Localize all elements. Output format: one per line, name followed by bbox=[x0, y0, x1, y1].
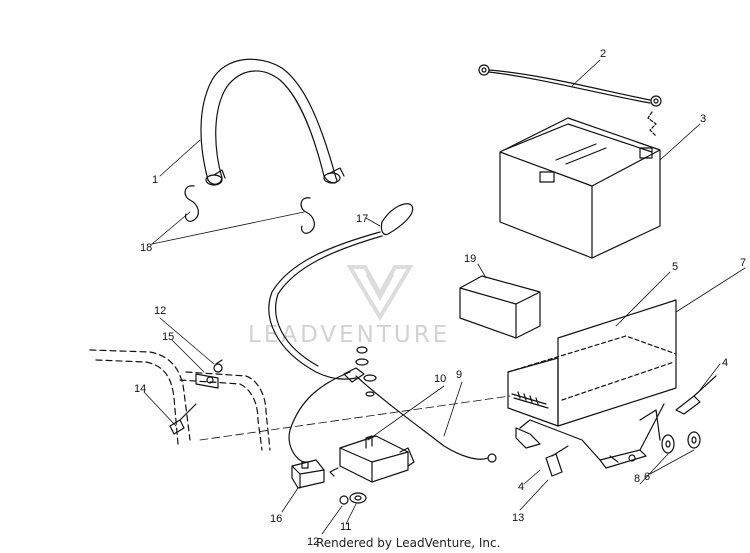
foam-pad bbox=[459, 275, 541, 339]
bolt-right bbox=[675, 375, 717, 415]
callout-14: 14 bbox=[134, 383, 146, 395]
s-hook-right bbox=[300, 197, 315, 234]
callout-19: 19 bbox=[464, 253, 476, 265]
s-hook-left bbox=[184, 185, 199, 222]
positive-cable bbox=[268, 203, 414, 380]
watermark-logo-icon bbox=[346, 265, 414, 321]
bolt-lower bbox=[545, 445, 569, 477]
callout-4-lower: 4 bbox=[518, 481, 524, 493]
callout-13: 13 bbox=[512, 512, 524, 524]
nut-12-lower bbox=[339, 495, 349, 505]
frame-bracket bbox=[195, 359, 223, 389]
battery bbox=[499, 117, 661, 259]
callout-2: 2 bbox=[600, 48, 606, 60]
callout-1: 1 bbox=[152, 174, 158, 186]
stud-nut-stack bbox=[355, 346, 377, 397]
callout-12-lower: 12 bbox=[307, 536, 319, 548]
leader-lines bbox=[143, 59, 746, 535]
callout-9: 9 bbox=[456, 369, 462, 381]
callout-6: 6 bbox=[644, 471, 650, 483]
screw-14 bbox=[169, 403, 197, 435]
nut-6 bbox=[687, 431, 701, 449]
callout-5: 5 bbox=[672, 261, 678, 273]
washer-8 bbox=[661, 434, 675, 454]
washer-11 bbox=[349, 492, 367, 504]
callout-4-right: 4 bbox=[722, 357, 728, 369]
callout-10: 10 bbox=[434, 373, 446, 385]
frame-outline bbox=[89, 349, 271, 451]
callout-18: 18 bbox=[140, 242, 152, 254]
solenoid bbox=[329, 435, 415, 483]
callout-11: 11 bbox=[340, 521, 351, 533]
battery-cable bbox=[478, 64, 662, 137]
callout-labels: 1 2 3 4 4 5 6 7 8 9 10 11 12 12 13 14 15… bbox=[134, 48, 746, 548]
callout-17: 17 bbox=[356, 213, 368, 225]
battery-strap bbox=[200, 58, 345, 186]
bolt-upper bbox=[511, 391, 549, 409]
battery-tray bbox=[507, 299, 677, 469]
callout-8: 8 bbox=[634, 473, 640, 485]
callout-3: 3 bbox=[700, 113, 706, 125]
callout-12-upper: 12 bbox=[154, 305, 166, 317]
callout-7: 7 bbox=[740, 257, 746, 269]
footer-credit: Rendered by LeadVenture, Inc. bbox=[316, 536, 501, 550]
callout-15: 15 bbox=[162, 331, 174, 343]
connector bbox=[291, 459, 325, 489]
ground-wire bbox=[288, 367, 497, 463]
callout-16: 16 bbox=[270, 513, 282, 525]
